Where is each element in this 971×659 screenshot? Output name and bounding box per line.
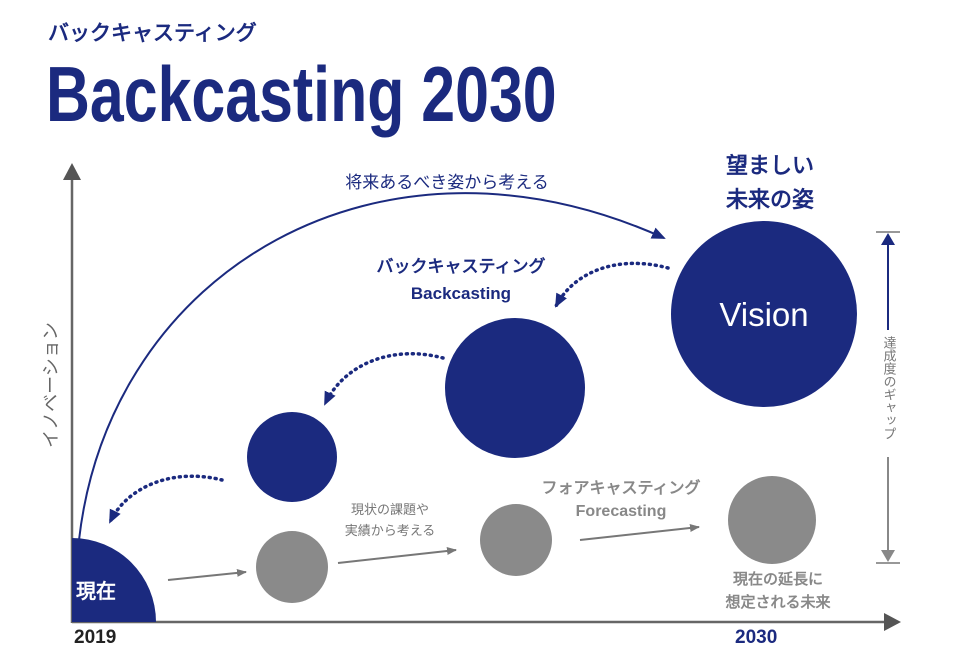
header-title: Backcasting 2030 xyxy=(46,51,557,138)
gap-up-arrow-icon xyxy=(881,233,895,245)
backcast-arc-arrow xyxy=(78,192,666,541)
x-axis-start-label: 2019 xyxy=(74,627,116,648)
goal-label-line2: 未来の姿 xyxy=(726,187,814,213)
forecast-arrow-2 xyxy=(337,547,457,564)
extension-label-line2: 想定される未来 xyxy=(724,593,831,611)
backcasting-label-jp: バックキャスティング xyxy=(377,256,546,277)
current-label-line2: 実績から考える xyxy=(345,523,436,539)
backcast-step-circle-2 xyxy=(445,318,585,458)
forecast-arrow-1 xyxy=(167,568,247,581)
forecasting-label-jp: フォアキャスティング xyxy=(541,478,700,497)
forecast-circle-3 xyxy=(728,476,816,564)
current-label-line1: 現状の課題や xyxy=(351,502,429,518)
goal-label-line1: 望ましい xyxy=(726,154,814,179)
vision-circle xyxy=(671,221,857,407)
dotted-arrow-1 xyxy=(108,474,224,524)
dotted-arrow-2 xyxy=(323,351,445,406)
extension-label-line1: 現在の延長に xyxy=(733,570,823,588)
forecast-circle-2 xyxy=(480,504,552,576)
present-label: 現在 xyxy=(76,579,116,603)
y-axis-label: イノベーション xyxy=(41,322,62,448)
gap-down-arrow-icon xyxy=(881,550,895,562)
x-axis-arrow-icon xyxy=(884,613,901,631)
forecast-circle-1 xyxy=(256,531,328,603)
backcasting-label-en: Backcasting xyxy=(411,284,511,303)
gap-label: 達成度のギャップ xyxy=(881,336,897,440)
forecasting-label-en: Forecasting xyxy=(576,503,667,520)
y-axis-arrow-icon xyxy=(63,163,81,180)
big-arc-label: 将来あるべき姿から考える xyxy=(345,173,549,193)
x-axis-end-label: 2030 xyxy=(735,627,777,648)
vision-label: Vision xyxy=(719,296,808,333)
forecast-arrow-3 xyxy=(579,524,700,541)
present-quarter-circle xyxy=(72,538,156,622)
backcast-step-circle-1 xyxy=(247,412,337,502)
dotted-arrow-3 xyxy=(554,261,670,308)
header-subtitle: バックキャスティング xyxy=(48,21,257,45)
